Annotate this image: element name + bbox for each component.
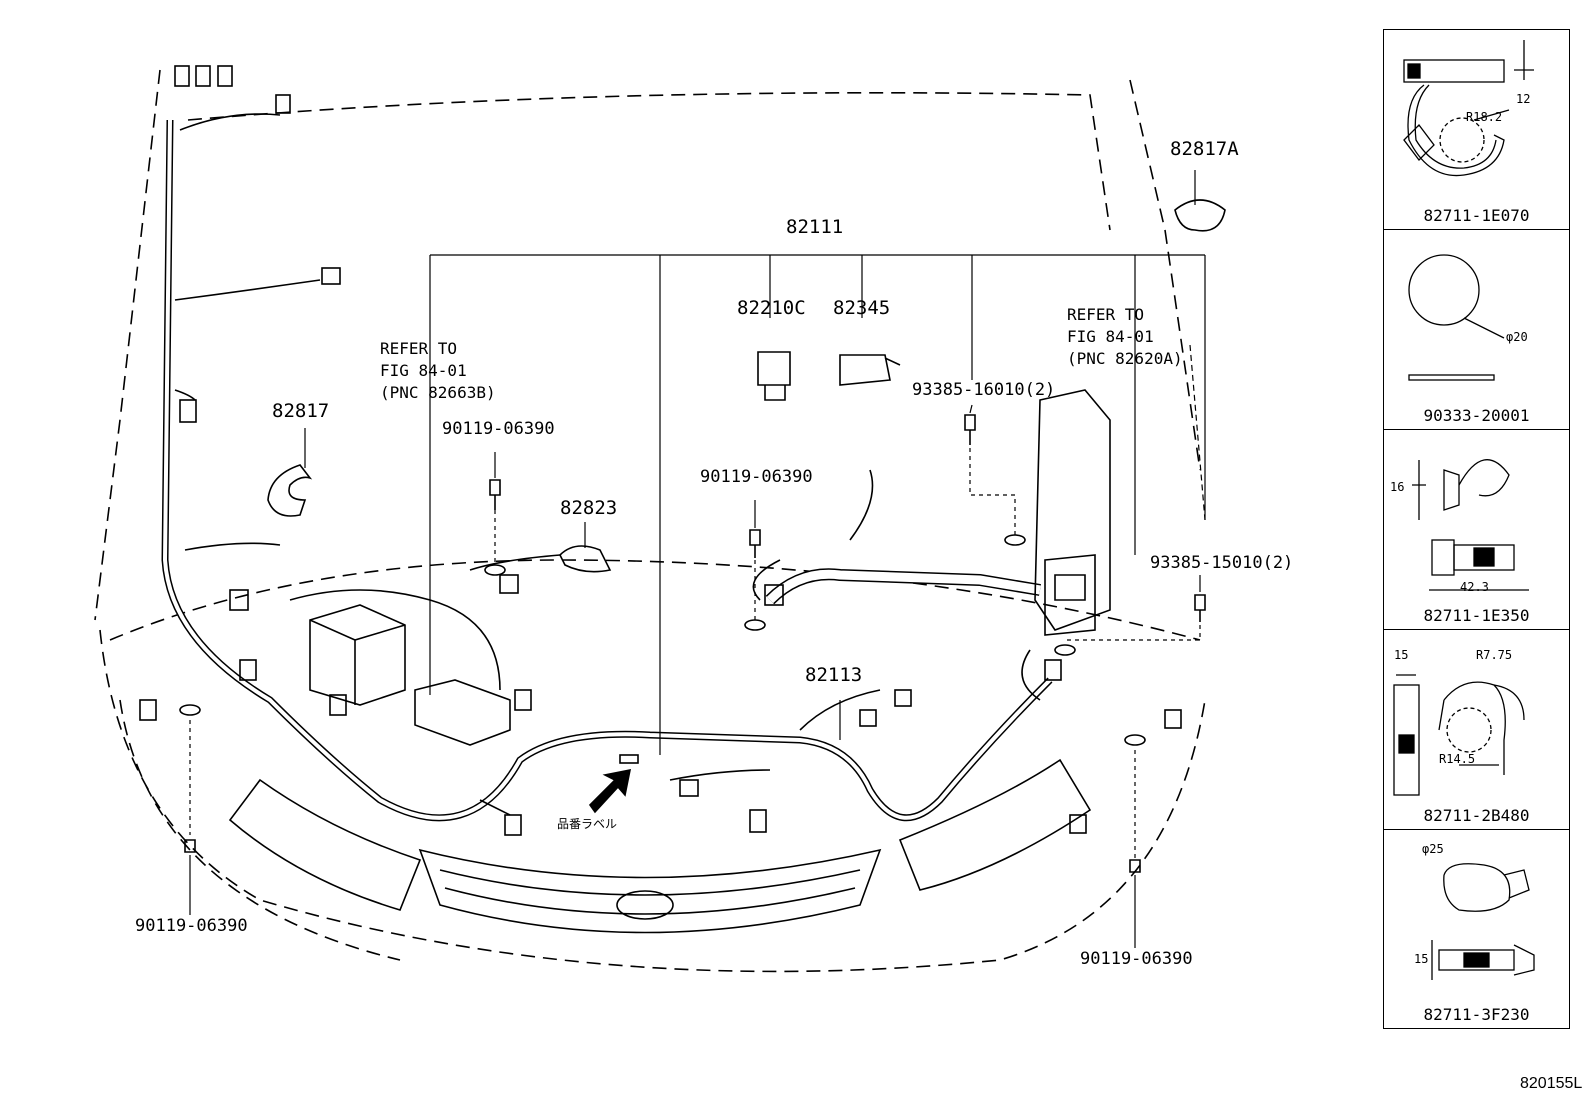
callout-82823: 82823 xyxy=(560,497,618,519)
detail-dim: φ25 xyxy=(1422,842,1444,856)
refer-note-right: REFER TO FIG 84-01 (PNC 82620A) xyxy=(1067,305,1183,368)
callout-82113: 82113 xyxy=(805,664,863,686)
callout-82817a: 82817A xyxy=(1170,138,1239,160)
callout-82111: 82111 xyxy=(786,216,844,238)
detail-dim: φ20 xyxy=(1506,330,1528,344)
detail-part-number: 82711-1E070 xyxy=(1423,206,1530,225)
detail-dim: R18.2 xyxy=(1466,110,1503,124)
detail-cell-82711-1e350: 16 42.3 82711-1E350 xyxy=(1384,430,1569,630)
body-outline xyxy=(99,629,1206,973)
callout-screw-right: 93385-15010(2) xyxy=(1150,553,1294,573)
detail-part-number: 82711-1E350 xyxy=(1423,606,1530,625)
callout-bolt-bottom-right: 90119-06390 xyxy=(1080,949,1193,969)
emblem xyxy=(616,890,674,920)
bolt-icons xyxy=(184,414,1206,873)
callout-82210c: 82210C xyxy=(737,297,806,319)
detail-part-number: 90333-20001 xyxy=(1423,406,1530,425)
detail-dim: R7.75 xyxy=(1476,648,1513,662)
detail-panel: 12 R18.2 82711-1E070 φ20 90333-20001 xyxy=(1383,29,1570,1029)
callout-bolt-bottom-left: 90119-06390 xyxy=(135,916,248,936)
detail-part-number: 82711-3F230 xyxy=(1423,1005,1530,1024)
detail-dim: 12 xyxy=(1516,92,1531,106)
clip-82823 xyxy=(559,545,612,573)
refer-note-left: REFER TO FIG 84-01 (PNC 82663B) xyxy=(380,339,496,402)
detail-cell-82711-2b480: 15 R7.75 R14.5 82711-2B480 xyxy=(1384,630,1569,830)
detail-dim: 42.3 xyxy=(1460,580,1489,594)
detail-dim: 16 xyxy=(1390,480,1405,494)
grille xyxy=(418,848,882,934)
callout-bolt-center: 90119-06390 xyxy=(700,467,813,487)
detail-part-number: 82711-2B480 xyxy=(1423,806,1530,825)
detail-cell-82711-1e070: 12 R18.2 82711-1E070 xyxy=(1384,30,1569,230)
detail-cell-82711-3f230: φ25 15 82711-3F230 xyxy=(1384,830,1569,1028)
grommet-icons xyxy=(179,534,1146,746)
label-arrow-icon xyxy=(588,768,632,814)
hood-outline xyxy=(94,69,1201,621)
callout-screw-top: 93385-16010(2) xyxy=(912,380,1056,400)
relay-82345 xyxy=(839,354,901,386)
relay-block-right xyxy=(1034,389,1111,631)
relay-block-left xyxy=(414,679,511,746)
detail-dim: 15 xyxy=(1394,648,1409,662)
detail-dim: R14.5 xyxy=(1439,752,1476,766)
callout-82817: 82817 xyxy=(272,400,330,422)
relay-82210c xyxy=(757,351,791,401)
detail-dim: 15 xyxy=(1414,952,1429,966)
harness-82113 xyxy=(161,119,1053,822)
figure-reference: 820155L xyxy=(1520,1075,1583,1092)
battery xyxy=(309,604,406,706)
part-label-note: 品番ラベル xyxy=(557,817,618,831)
clip-82817a xyxy=(1174,199,1226,232)
clip-82817 xyxy=(267,464,313,517)
callout-bolt-left-top: 90119-06390 xyxy=(442,419,555,439)
callout-82345: 82345 xyxy=(833,297,891,319)
detail-cell-90333-20001: φ20 90333-20001 xyxy=(1384,230,1569,430)
